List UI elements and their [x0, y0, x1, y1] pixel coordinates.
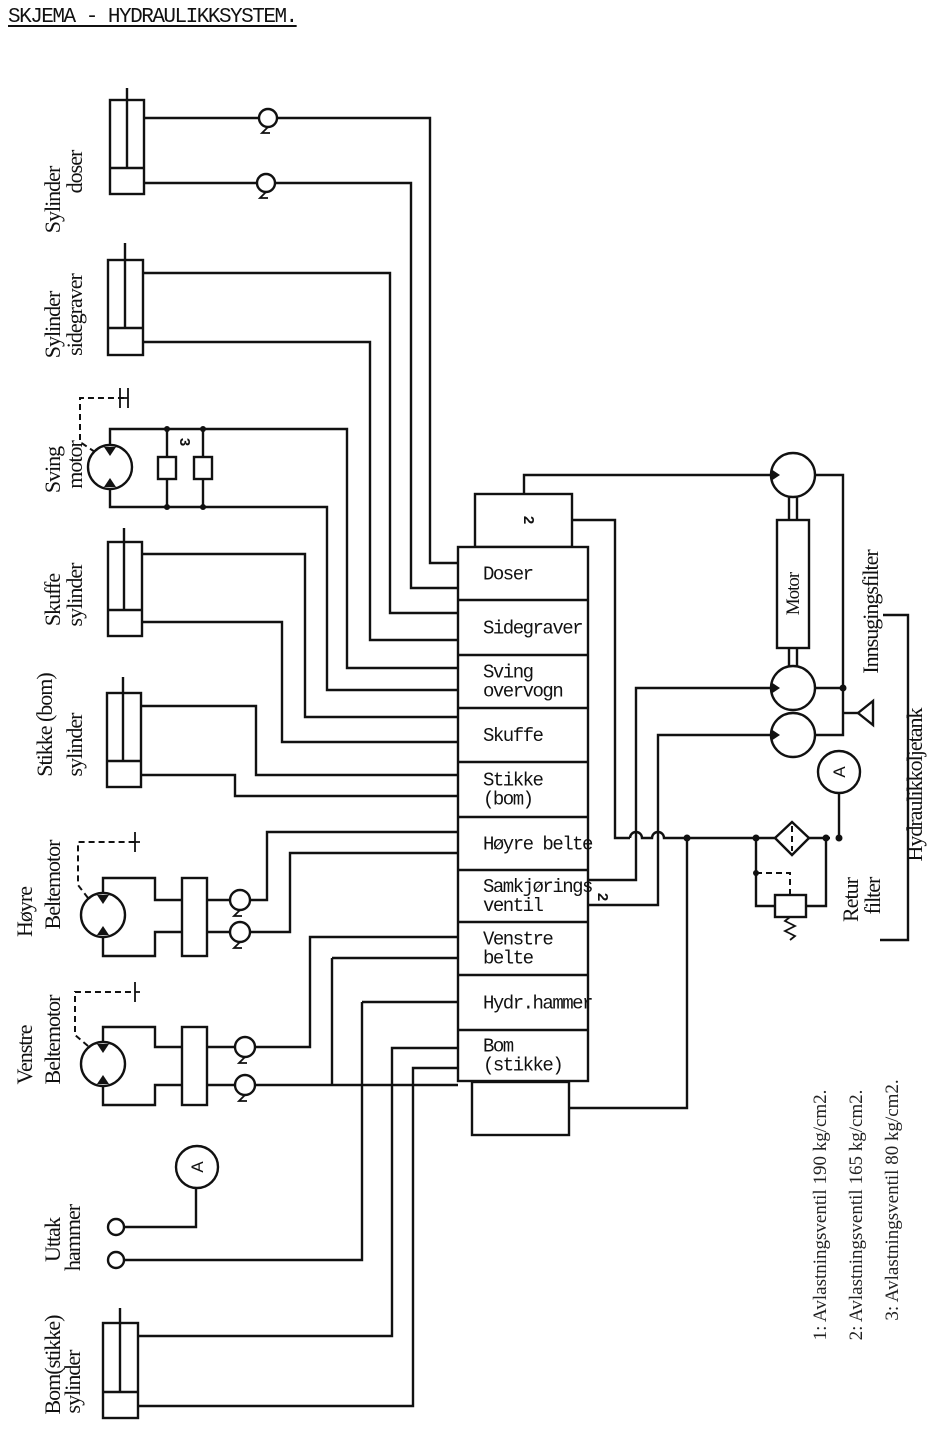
- valve-right-lines: [522, 473, 830, 1110]
- note-1: 1: Avlastningsventil 190 kg/cm2.: [810, 1090, 831, 1341]
- valve-section-label: Stikke: [483, 770, 544, 792]
- doser-lines: [144, 107, 458, 590]
- valve-block-body: [456, 545, 590, 1083]
- svg-text:Sving: Sving: [40, 446, 65, 493]
- svg-text:2: 2: [594, 893, 611, 901]
- svg-text:Bom(stikke): Bom(stikke): [40, 1315, 65, 1415]
- svg-text:Høyre: Høyre: [12, 887, 37, 937]
- valve-section: Skuffe: [458, 706, 588, 747]
- svg-text:Venstre: Venstre: [12, 1025, 37, 1084]
- valve-section-label: Samkjørings: [483, 876, 592, 898]
- label-hoyre-beltemotor: Høyre Beltemotor: [12, 839, 65, 937]
- lower-lines: [330, 956, 458, 1085]
- svg-text:Sylinder: Sylinder: [40, 165, 65, 233]
- svg-text:Sylinder: Sylinder: [40, 290, 65, 358]
- relief-valve-notes: 1: Avlastningsventil 190 kg/cm2. 2: Avla…: [810, 1079, 903, 1340]
- valve-section-label: belte: [483, 948, 534, 970]
- venstre-beltemotor: [74, 935, 458, 1107]
- note-2: 2: Avlastningsventil 165 kg/cm2.: [846, 1090, 867, 1341]
- valve-section: Hydr.hammer: [458, 973, 594, 1015]
- svg-text:Uttak: Uttak: [40, 1217, 65, 1262]
- svg-text:Beltemotor: Beltemotor: [40, 839, 65, 930]
- valve-section-label: Høyre belte: [483, 834, 593, 856]
- relief-valve-icon: [156, 455, 178, 481]
- cylinder-stikke: [105, 677, 143, 789]
- svg-text:sidegraver: sidegraver: [62, 273, 87, 356]
- svg-text:A: A: [830, 766, 849, 778]
- power-unit: Motor Innsugingsfilter Hydraulikkoljetan…: [752, 451, 927, 942]
- uttak-hammer: A: [106, 1002, 364, 1270]
- bom-lines: [138, 1046, 458, 1408]
- tank-label: Hydraulikkoljetank: [902, 707, 927, 861]
- svg-text:sylinder: sylinder: [60, 1349, 85, 1414]
- svg-text:motor: motor: [62, 440, 87, 489]
- sidegraver-lines: [143, 271, 458, 642]
- label-cyl-sidegraver: Sylinder sidegraver: [40, 273, 87, 359]
- stikke-lines: [141, 704, 458, 798]
- note-3: 3: Avlastningsventil 80 kg/cm2.: [882, 1079, 903, 1320]
- svg-text:Stikke (bom): Stikke (bom): [32, 673, 57, 777]
- svg-text:sylinder: sylinder: [62, 562, 87, 627]
- valve-section-label: Sidegraver: [483, 618, 582, 640]
- valve-section-label: Bom: [483, 1036, 514, 1058]
- cylinder-doser: [108, 88, 146, 196]
- relief-valve-icon: [192, 455, 214, 481]
- valve-section: Stikke(bom): [458, 760, 588, 811]
- label-venstre-beltemotor: Venstre Beltemotor: [12, 994, 65, 1085]
- valve-section-label: (bom): [483, 789, 533, 811]
- svg-text:Motor: Motor: [783, 571, 804, 615]
- relief-label-3: 3: [176, 438, 193, 446]
- engine-box: [775, 518, 811, 650]
- label-sving-motor: Sving motor: [40, 440, 87, 494]
- sving-motor: 3: [79, 388, 458, 692]
- label-uttak-hammer: Uttak hammer: [40, 1203, 85, 1271]
- port-icon: [106, 1217, 126, 1237]
- label-cyl-stikke: Stikke (bom) sylinder: [32, 673, 87, 777]
- hoyre-beltemotor: [77, 830, 458, 958]
- gauge-icon: [174, 1144, 220, 1190]
- cylinder-bom: [101, 1308, 140, 1420]
- valve-section: Doser: [483, 564, 534, 586]
- valve-section-label: (stikke): [483, 1055, 562, 1077]
- cylinder-sidegraver: [106, 243, 145, 357]
- cylinder-skuffe: [106, 528, 144, 638]
- valve-section: Sidegraver: [458, 598, 588, 640]
- label-cyl-bom: Bom(stikke) sylinder: [40, 1315, 85, 1415]
- svg-text:Beltemotor: Beltemotor: [40, 994, 65, 1085]
- valve-section-label: Hydr.hammer: [483, 993, 592, 1015]
- svg-text:filter: filter: [860, 876, 885, 914]
- svg-text:2: 2: [520, 516, 537, 524]
- brake-valve-icon: [180, 1025, 209, 1107]
- port-icon: [106, 1250, 126, 1270]
- valve-section-label: Venstre: [483, 929, 553, 951]
- bypass-valve-icon: [773, 893, 808, 919]
- valve-section-label: Sving: [483, 662, 533, 684]
- valve-section-label: Skuffe: [483, 725, 544, 747]
- svg-text:sylinder: sylinder: [62, 712, 87, 777]
- svg-text:hammer: hammer: [60, 1203, 85, 1271]
- valve-section: Bom(stikke): [458, 1028, 588, 1077]
- valve-section-label: ventil: [483, 895, 544, 917]
- svg-text:doser: doser: [62, 149, 87, 193]
- label-cyl-skuffe: Skuffe sylinder: [40, 562, 87, 627]
- valve-section-label: Doser: [483, 564, 533, 586]
- valve-block: 2 DoserSidegraverSvingovervognSkuffeStik…: [456, 492, 611, 1137]
- diagram-title: SKJEMA - HYDRAULIKKSYSTEM.: [8, 6, 298, 29]
- svg-text:Retur: Retur: [838, 876, 863, 922]
- check-valve-icon: [255, 172, 277, 194]
- suction-filter-label: Innsugingsfilter: [858, 549, 883, 674]
- label-cyl-doser: Sylinder doser: [40, 149, 87, 233]
- check-valve-icon: [257, 107, 279, 129]
- valve-section: Høyre belte: [458, 815, 595, 856]
- valve-section-label: overvogn: [483, 681, 562, 703]
- svg-text:Skuffe: Skuffe: [40, 574, 65, 626]
- svg-text:A: A: [188, 1161, 207, 1173]
- brake-valve-icon: [180, 876, 209, 958]
- skuffe-lines: [142, 552, 458, 744]
- relief-valve-box-bottom: [470, 1080, 571, 1137]
